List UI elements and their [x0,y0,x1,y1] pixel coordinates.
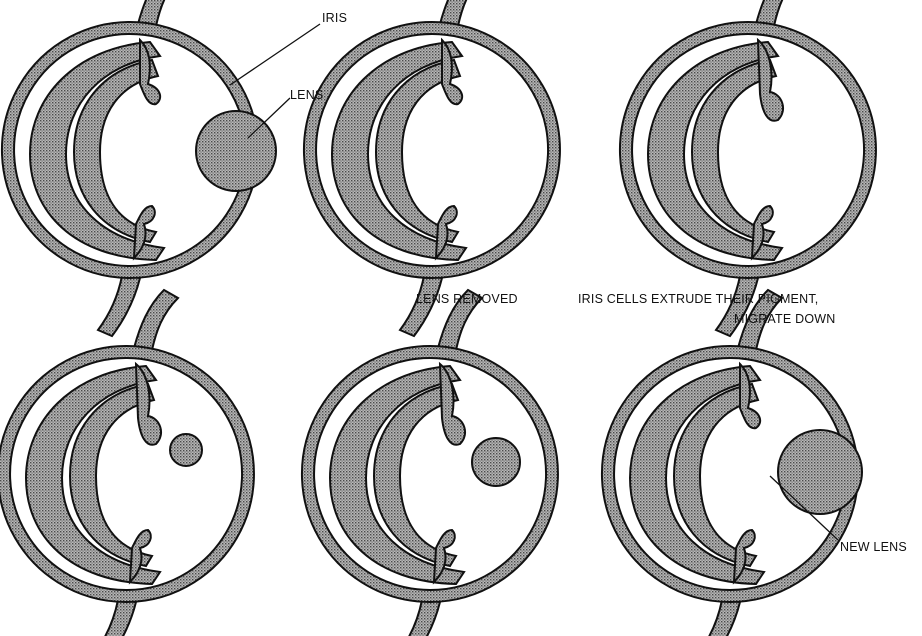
iris-leader [230,24,320,85]
eye-lens-removed [304,0,560,336]
eye-new-lens [602,290,862,636]
new-lens-circle [778,430,862,514]
lens-label: LENS [290,88,323,102]
lens-bud [170,434,202,466]
iris-extrude-label-line1: IRIS CELLS EXTRUDE THEIR PIGMENT, [578,292,818,306]
iris-extrude-label-line2: MIGRATE DOWN [734,312,835,326]
eye-iris-extrude [620,0,876,336]
lens-growing [472,438,520,486]
new-lens-label: NEW LENS [840,540,907,554]
eye-lens-forming [302,290,558,636]
lens-removed-label: LENS REMOVED [416,292,518,306]
eye-normal [2,0,276,336]
eye-migrate-down [0,290,254,636]
iris-label: IRIS [322,11,347,25]
